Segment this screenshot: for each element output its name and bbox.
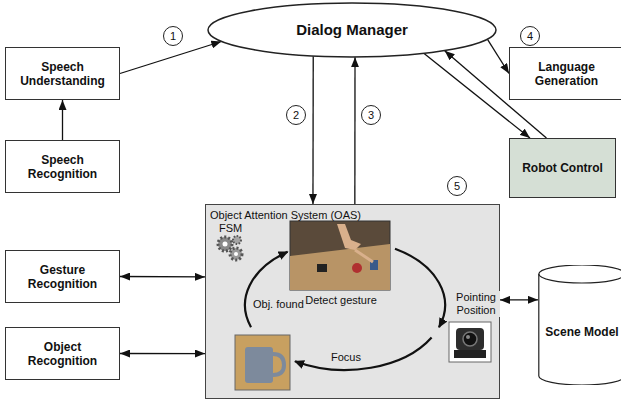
scene-photo [290, 221, 390, 290]
process-box: Speech Recognition [5, 140, 120, 193]
system-panel: Object Attention System (OAS)FSMDetect g… [205, 204, 500, 399]
node-label: Language Generation [510, 60, 621, 88]
annotation-label: Pointing Position [452, 291, 500, 317]
annotation-label: Focus [330, 351, 362, 364]
process-box: Speech Understanding [5, 47, 120, 100]
cylinder-lip [539, 274, 621, 283]
camera-picture [449, 322, 491, 362]
callout-number: 2 [286, 105, 306, 125]
callout-number: 5 [447, 176, 467, 196]
node-label: Object Recognition [6, 340, 119, 368]
database-cylinder: Scene Model [538, 265, 621, 385]
connector-arrow [120, 276, 205, 278]
connector-arrow [120, 41, 221, 73]
ellipse-outline-path [208, 3, 496, 57]
annotation-label: Detect gesture [304, 294, 378, 307]
node-label: Robot Control [518, 161, 607, 175]
connector-arrow [488, 39, 509, 73]
robot-box: Robot Control [509, 138, 616, 198]
connector-arrow [62, 100, 63, 140]
connector-arrow [312, 56, 314, 204]
gears-icon [218, 236, 242, 260]
cylinder-body [539, 265, 621, 385]
callout-number: 4 [520, 26, 540, 46]
cycle-arrows [245, 249, 445, 370]
manager-ellipse: Dialog Manager [207, 2, 497, 58]
connector-arrow [354, 57, 355, 204]
mug-picture [235, 335, 290, 390]
annotation-label: FSM [218, 222, 243, 235]
connector-arrow [120, 353, 205, 354]
node-label: Scene Model [541, 311, 621, 339]
process-box: Object Recognition [5, 327, 120, 380]
process-box: Language Generation [509, 47, 621, 100]
node-label: Speech Recognition [6, 153, 119, 181]
node-label: Dialog Manager [292, 21, 412, 39]
connector-arrow [500, 299, 538, 300]
annotation-label: Obj. found [252, 298, 305, 311]
node-label: Speech Understanding [6, 60, 119, 88]
callout-number: 1 [163, 26, 183, 46]
node-label: Gesture Recognition [6, 263, 119, 291]
callout-number: 3 [361, 105, 381, 125]
process-box: Gesture Recognition [5, 250, 120, 303]
